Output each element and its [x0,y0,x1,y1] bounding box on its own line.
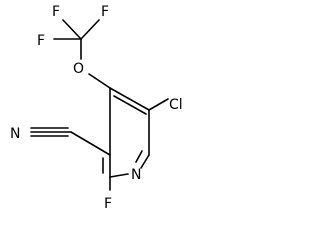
atom-f-cf3-left: F [37,33,45,49]
bond-ring-c6-n [140,154,150,169]
bond-cf3-f-top-left [62,19,82,40]
atom-o-ether: O [73,61,84,77]
chemical-structure: F F F O Cl N F N [10,4,183,212]
bond-c3-ch2 [70,131,111,156]
bond-cf3-f-top-right [80,19,100,40]
bond-ring-n-c2 [109,173,129,178]
atom-f-top-right: F [101,4,109,20]
bond-ring-c4-c5-inner [113,95,147,115]
atom-cl: Cl [169,97,183,113]
bond-ring-c6-n-inner [135,150,143,163]
atom-f-ring: F [104,196,112,212]
bond-o-ring [88,73,111,89]
atom-n-ring: N [131,167,141,183]
atom-f-top-left: F [52,4,60,20]
bond-c6-cl [148,98,169,111]
atom-n-nitrile: N [10,126,20,142]
bond-ring-c4-c5 [109,87,150,111]
